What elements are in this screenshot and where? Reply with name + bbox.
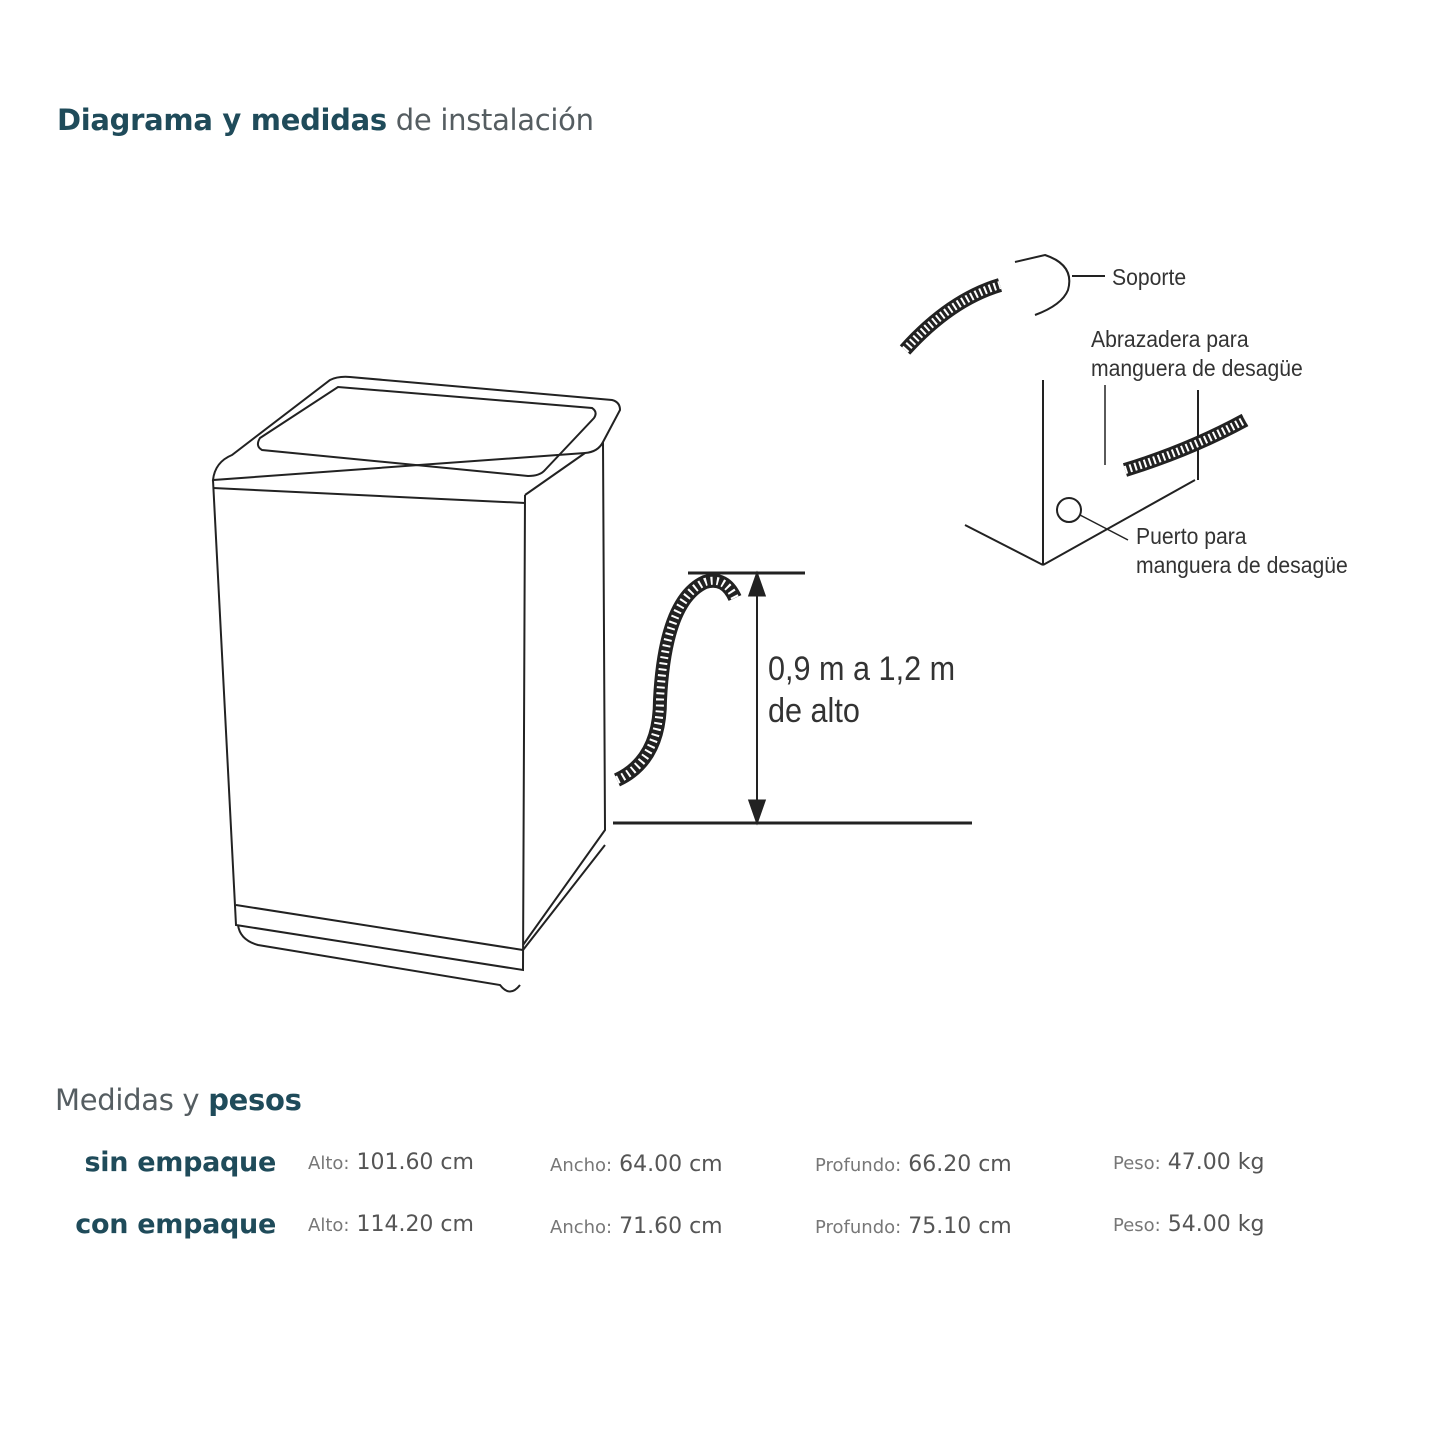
packed-weight: Peso: 54.00 kg [1113, 1212, 1265, 1237]
row-label-unpacked: sin empaque [84, 1147, 276, 1178]
unpacked-width: Ancho: 64.00 cm [550, 1152, 723, 1177]
packed-depth: Profundo: 75.10 cm [815, 1214, 1012, 1239]
measures-heading: Medidas y pesos [55, 1083, 302, 1117]
measures-heading-bold: pesos [208, 1083, 302, 1117]
height-range-unit: de alto [768, 692, 860, 730]
detail-illustration [899, 253, 1249, 566]
unpacked-depth: Profundo: 66.20 cm [815, 1152, 1012, 1177]
unpacked-weight: Peso: 47.00 kg [1113, 1150, 1265, 1175]
page-title: Diagrama y medidas de instalación [57, 103, 594, 137]
measures-heading-light: Medidas y [55, 1083, 209, 1117]
packed-width: Ancho: 71.60 cm [550, 1214, 723, 1239]
callout-clamp-1: Abrazadera para [1091, 326, 1249, 352]
callout-port-2: manguera de desagüe [1136, 552, 1348, 578]
title-rest: de instalación [386, 103, 594, 137]
height-dimension [613, 570, 972, 826]
packed-height: Alto: 114.20 cm [308, 1212, 474, 1237]
callout-clamp-2: manguera de desagüe [1091, 355, 1303, 381]
drain-hose-illustration [613, 573, 742, 787]
row-label-packed: con empaque [75, 1209, 276, 1240]
callout-support: Soporte [1112, 264, 1187, 290]
washing-machine-illustration [211, 375, 622, 993]
callout-port-1: Puerto para [1136, 523, 1247, 549]
unpacked-height: Alto: 101.60 cm [308, 1150, 474, 1175]
height-range-label: 0,9 m a 1,2 m [768, 650, 956, 688]
title-bold: Diagrama y medidas [57, 103, 387, 137]
